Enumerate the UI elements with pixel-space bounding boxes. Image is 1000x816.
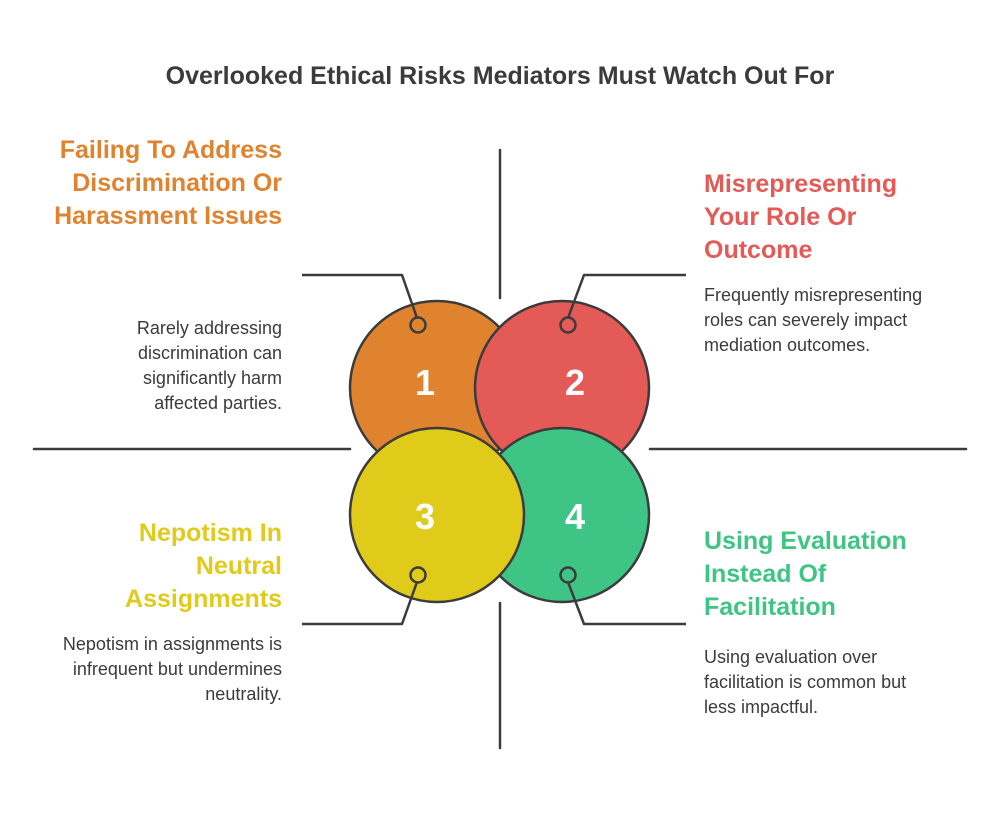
number-3: 3: [415, 496, 435, 537]
circle-3: [348, 426, 526, 604]
item-3-description: Nepotism in assignments is infrequent bu…: [62, 634, 282, 704]
number-4: 4: [565, 496, 585, 537]
number-2: 2: [565, 362, 585, 403]
connector-1: [302, 273, 419, 319]
number-1: 1: [415, 362, 435, 403]
connector-4: [566, 581, 686, 626]
item-1-heading: Failing To Address Discrimination Or Har…: [54, 136, 282, 230]
connector-dot-3: [409, 566, 427, 584]
item-4-description: Using evaluation over facilitation is co…: [704, 647, 907, 717]
connector-dot-2: [559, 316, 577, 334]
connector-dot-1: [409, 316, 427, 334]
item-4-heading: Using Evaluation Instead Of Facilitation: [704, 527, 907, 621]
diagram-title: Overlooked Ethical Risks Mediators Must …: [165, 62, 835, 90]
item-2-description: Frequently misrepresenting roles can sev…: [704, 285, 923, 355]
item-3-heading: Nepotism In Neutral Assignments: [125, 519, 282, 613]
item-1-description: Rarely addressing discrimination can sig…: [136, 318, 282, 413]
item-2-heading: Misrepresenting Your Role Or Outcome: [704, 170, 898, 264]
connector-2: [566, 273, 686, 319]
connector-dot-4: [559, 566, 577, 584]
connector-3: [302, 581, 419, 626]
